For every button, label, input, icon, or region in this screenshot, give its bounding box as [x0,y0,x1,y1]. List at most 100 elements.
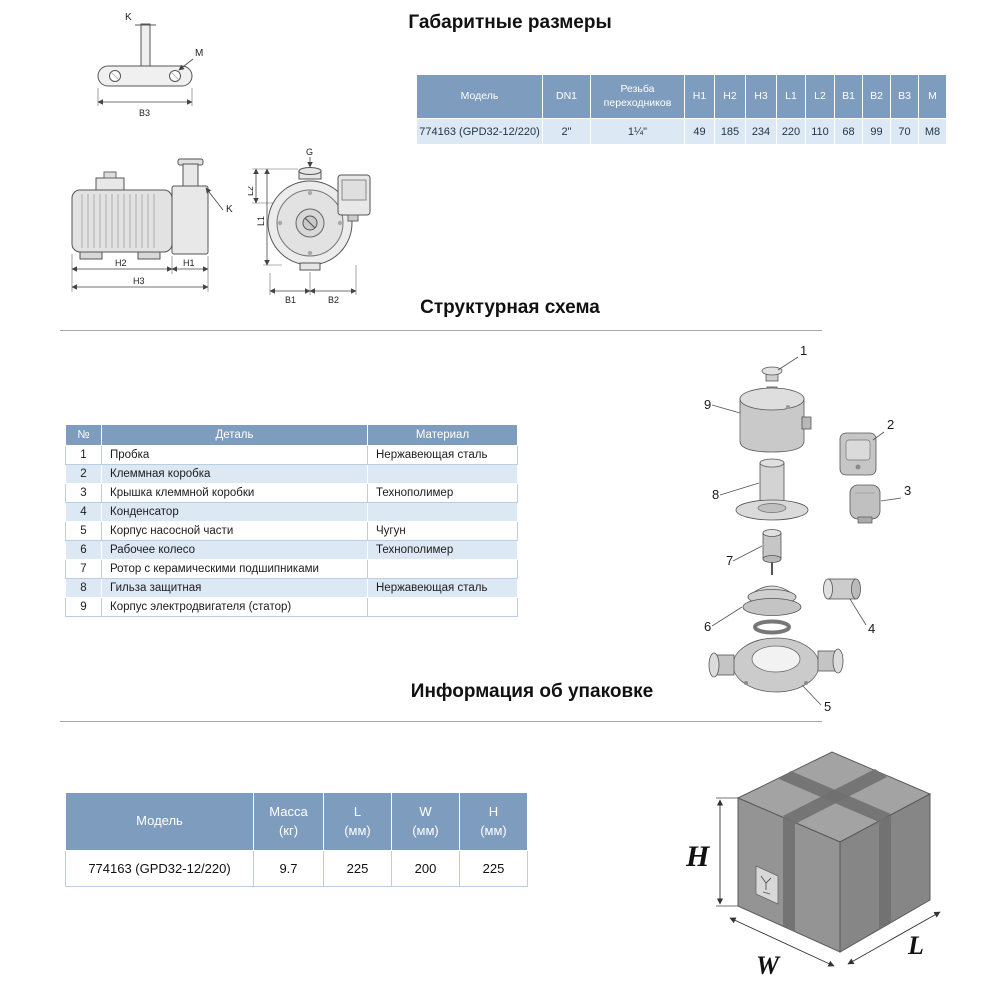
section-divider [60,330,822,331]
cell-number: 8 [65,578,102,598]
bracket-plate [97,65,193,87]
svg-text:1: 1 [800,343,807,358]
bracket-drawing: K M B3 [97,12,203,118]
header-cell-l1: L1 [776,74,806,119]
header-cell-h: H (мм) [459,792,528,851]
callout-4: 4 [849,598,875,636]
cell-dn1: 2" [542,118,591,145]
dim-label-l: L [907,931,924,960]
header-cell-h2: H2 [714,74,746,119]
header-cell-l: L (мм) [323,792,392,851]
cell-h2: 185 [714,118,746,145]
cell-part: Конденсатор [101,502,368,522]
parts-table: № Деталь Материал 1 Пробка Нержавеющая с… [65,424,518,617]
cell-part: Ротор с керамическими подшипниками [101,559,368,579]
cell-b1: 68 [834,118,863,145]
dim-label-h2: H2 [115,258,127,268]
motor-fins [81,194,155,248]
section-title-dimensions: Габаритные размеры [408,12,612,33]
cell-material: Чугун [367,521,518,541]
header-cell-material: Материал [367,424,518,446]
cell-b3: 70 [890,118,919,145]
cell-material: Технополимер [367,540,518,560]
dim-label-m: M [195,48,203,59]
svg-text:9: 9 [704,397,711,412]
dim-label-b2: B2 [328,295,339,305]
fragile-glass-icon [760,875,772,895]
cell-w: 200 [391,850,460,887]
header-cell-dn1: DN1 [542,74,591,119]
cell-material [367,559,518,579]
callout-1: 1 [777,343,807,371]
dimensions-data-row: 774163 (GPD32-12/220) 2" 1¼" 49 185 234 … [416,118,947,145]
cell-m: M8 [918,118,947,145]
cell-part: Пробка [101,445,368,465]
part-terminal-cover [839,432,877,476]
cell-material [367,502,518,522]
cell-number: 9 [65,597,102,617]
header-label: Масса [269,803,308,819]
section-title-structure: Структурная схема [420,297,600,318]
part-plug [761,366,783,382]
dim-label-b1: B1 [285,295,296,305]
cell-b2: 99 [862,118,891,145]
dim-label-h1: H1 [183,258,195,268]
part-motor-housing [739,386,812,453]
table-row: 6 Рабочее колесо Технополимер [65,540,518,560]
cell-number: 5 [65,521,102,541]
cell-part: Рабочее колесо [101,540,368,560]
dim-label-g: G [306,147,313,157]
cell-number: 6 [65,540,102,560]
cell-number: 7 [65,559,102,579]
callout-6: 6 [704,606,743,634]
svg-text:5: 5 [824,699,831,714]
table-row: 4 Конденсатор [65,502,518,522]
dim-label-b3: B3 [139,108,150,118]
header-cell-l2: L2 [805,74,835,119]
cell-material [367,597,518,617]
part-pump-housing [708,637,844,693]
header-cell-m: M [918,74,947,119]
cell-h3: 234 [745,118,777,145]
packaging-table: Модель Масса (кг) L (мм) W (мм) H (мм) [65,792,528,887]
header-unit: (кг) [278,822,299,838]
svg-text:7: 7 [726,553,733,568]
cell-mass: 9.7 [253,850,324,887]
table-row: 8 Гильза защитная Нержавеющая сталь [65,578,518,598]
cell-number: 3 [65,483,102,503]
cell-model: 774163 (GPD32-12/220) [416,118,543,145]
callout-8: 8 [712,482,760,502]
header-unit: (мм) [344,822,371,838]
cell-material: Технополимер [367,483,518,503]
bracket-pin [140,23,151,67]
svg-text:3: 3 [904,483,911,498]
dim-label-k: K [226,204,233,215]
callout-9: 9 [704,397,741,414]
table-row: 5 Корпус насосной части Чугун [65,521,518,541]
header-label: W [419,803,432,819]
pump-side-view-drawing: K H2 H1 H3 [71,158,233,292]
header-cell-b2: B2 [862,74,891,119]
dim-label-h: H [685,840,711,873]
dimensions-table: Модель DN1 Резьба переходников H1 H2 H3 … [416,74,947,145]
packaging-box-drawing: H W L [685,751,941,978]
header-label: H [488,803,499,819]
cell-l: 225 [323,850,392,887]
table-row: 2 Клеммная коробка [65,464,518,484]
callout-3: 3 [880,483,911,502]
pipe-stub [182,163,199,187]
header-cell-number: № [65,424,102,446]
header-cell-model: Модель [65,792,254,851]
table-row: 3 Крышка клеммной коробки Технополимер [65,483,518,503]
bottom-port [299,262,321,271]
header-unit: (мм) [412,822,439,838]
svg-text:2: 2 [887,417,894,432]
part-rotor [762,529,782,575]
svg-text:8: 8 [712,487,719,502]
section-title-packaging: Информация об упаковке [410,681,654,702]
cell-thread: 1¼" [590,118,685,145]
dim-label-w: W [756,951,781,978]
callout-5: 5 [801,684,831,714]
dim-label-l2: L2 [248,186,255,196]
header-cell-thread: Резьба переходников [590,74,685,119]
